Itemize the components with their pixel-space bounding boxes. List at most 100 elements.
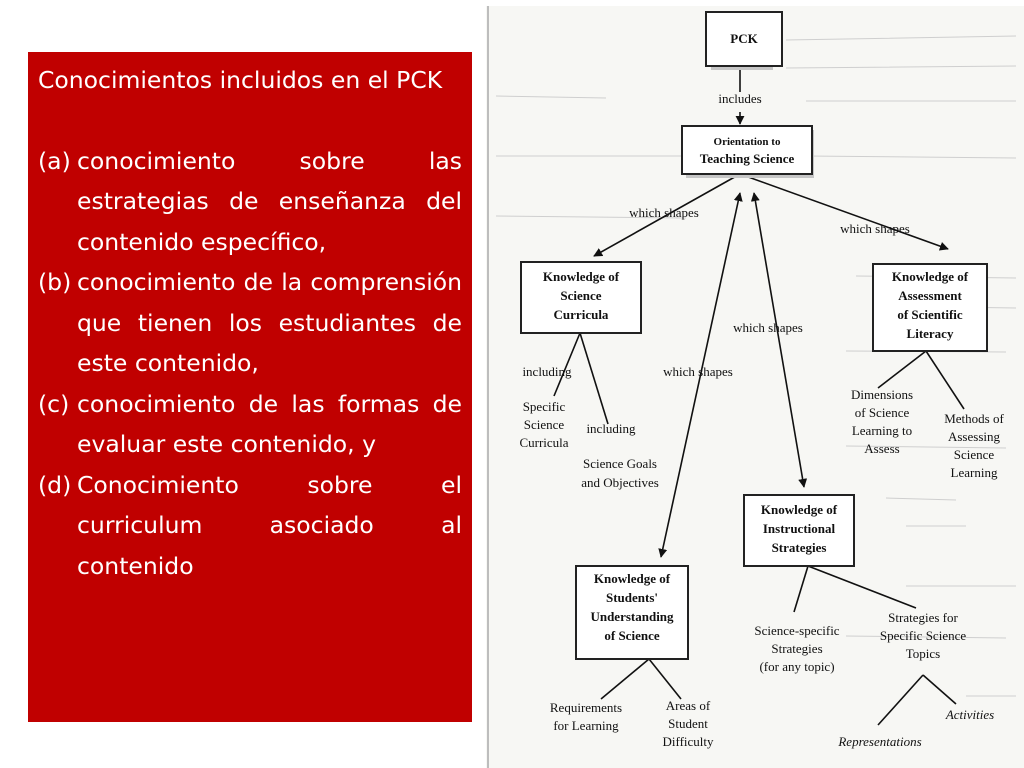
- assessment-line1: Knowledge of: [892, 269, 969, 284]
- connector-orientation-students: [658, 192, 743, 558]
- dimensions-line1: Dimensions: [851, 387, 913, 402]
- methods-line3: Science: [954, 447, 995, 462]
- pck-node-box: [705, 11, 783, 67]
- specific-curricula-line1: Specific: [523, 399, 566, 414]
- pck-concept-map: PCK includes Orientation to Teaching Sci…: [486, 6, 1024, 768]
- knowledge-list: (a)conocimiento sobre las estrategias de…: [38, 141, 462, 587]
- pck-node-label: PCK: [730, 31, 758, 46]
- instructional-line1: Knowledge of: [761, 502, 838, 517]
- specific-science-curricula-leaf: Specific Science Curricula: [519, 399, 568, 450]
- includes-link-label: includes: [718, 91, 761, 106]
- connector-lines: [553, 70, 965, 726]
- connector-students-difficulty: [648, 658, 682, 700]
- science-curricula-box: [520, 261, 642, 334]
- which-shapes-lower-label: which shapes: [663, 364, 733, 379]
- science-specific-strategies-leaf: Science-specific Strategies (for any top…: [754, 623, 839, 674]
- connector-assessment-dimensions: [877, 350, 927, 389]
- specific-topics-line3: Topics: [906, 646, 940, 661]
- difficulty-leaf: Areas of Student Difficulty: [662, 698, 714, 749]
- item-label: (d): [38, 470, 72, 499]
- knowledge-item-c: (c)conocimiento de las formas de evaluar…: [38, 384, 462, 465]
- requirements-line1: Requirements: [550, 700, 622, 715]
- students-line4: of Science: [604, 628, 659, 643]
- item-text: Conocimiento sobre el curriculum asociad…: [77, 470, 462, 580]
- methods-line2: Assessing: [948, 429, 1001, 444]
- assessment-box: [872, 263, 988, 352]
- specific-curricula-line3: Curricula: [519, 435, 568, 450]
- science-curricula-line3: Curricula: [554, 307, 609, 322]
- science-specific-line3: (for any topic): [759, 659, 834, 674]
- item-text: conocimiento de la comprensión que tiene…: [77, 268, 462, 377]
- difficulty-line3: Difficulty: [662, 734, 714, 749]
- dimensions-line4: Assess: [864, 441, 899, 456]
- item-label: (b): [38, 268, 72, 296]
- instructional-strategies-box: [743, 494, 855, 567]
- knowledge-item-a: (a)conocimiento sobre las estrategias de…: [38, 141, 462, 263]
- orientation-node-box: [681, 125, 813, 175]
- representations-leaf: Representations: [837, 734, 921, 749]
- orientation-node-line1: Orientation to: [714, 136, 781, 148]
- item-text: conocimiento de las formas de evaluar es…: [77, 389, 462, 459]
- science-curricula-line1: Knowledge of: [543, 269, 620, 284]
- instructional-strategies-node: Knowledge of Instructional Strategies: [743, 494, 855, 567]
- connector-orientation-assessment: [739, 173, 949, 251]
- science-goals-leaf: Science Goals and Objectives: [581, 456, 659, 490]
- methods-line4: Learning: [951, 465, 998, 480]
- goals-line1: Science Goals: [583, 456, 657, 471]
- specific-curricula-line2: Science: [524, 417, 565, 432]
- item-label: (c): [38, 389, 70, 418]
- specific-topics-line2: Specific Science: [880, 628, 966, 643]
- panel-spacer: [38, 101, 462, 141]
- requirements-leaf: Requirements for Learning: [550, 700, 622, 733]
- pck-node: PCK: [705, 11, 783, 70]
- assessment-line2: Assessment: [898, 288, 962, 303]
- instructional-line3: Strategies: [772, 540, 827, 555]
- orientation-node-line2: Teaching Science: [700, 151, 795, 166]
- students-understanding-box: [575, 565, 689, 660]
- students-line2: Students': [606, 590, 658, 605]
- science-curricula-line2: Science: [560, 288, 601, 303]
- connector-curricula-goals: [579, 332, 609, 425]
- instructional-line2: Instructional: [763, 521, 836, 536]
- students-line1: Knowledge of: [594, 571, 671, 586]
- item-label: (a): [38, 146, 71, 175]
- assessment-line4: Literacy: [907, 326, 954, 341]
- including-label-1: including: [522, 364, 572, 379]
- dimensions-line3: Learning to: [852, 423, 912, 438]
- goals-line2: and Objectives: [581, 475, 659, 490]
- dimensions-line2: of Science: [855, 405, 910, 420]
- difficulty-line1: Areas of: [666, 698, 711, 713]
- methods-leaf: Methods of Assessing Science Learning: [944, 411, 1004, 480]
- concept-map-svg: PCK includes Orientation to Teaching Sci…: [486, 6, 1024, 768]
- pck-knowledge-panel: Conocimientos incluidos en el PCK (a)con…: [28, 52, 472, 722]
- methods-line1: Methods of: [944, 411, 1004, 426]
- connector-topics-representations: [877, 674, 924, 726]
- which-shapes-left-label: which shapes: [629, 205, 699, 220]
- including-label-2: including: [586, 421, 636, 436]
- which-shapes-center-label: which shapes: [733, 320, 803, 335]
- science-specific-line1: Science-specific: [754, 623, 839, 638]
- students-understanding-node: Knowledge of Students' Understanding of …: [575, 565, 689, 660]
- assessment-node: Knowledge of Assessment of Scientific Li…: [872, 263, 988, 352]
- connector-topics-activities: [922, 674, 957, 705]
- connector-students-requirements: [600, 658, 650, 700]
- dimensions-leaf: Dimensions of Science Learning to Assess: [851, 387, 913, 456]
- activities-leaf: Activities: [945, 707, 994, 722]
- connector-curricula-specific: [553, 332, 581, 397]
- specific-topics-strategies-leaf: Strategies for Specific Science Topics: [880, 610, 966, 661]
- knowledge-item-b: (b)conocimiento de la comprensión que ti…: [38, 262, 462, 384]
- connector-assessment-methods: [925, 350, 965, 410]
- scan-background: [486, 6, 1024, 768]
- science-specific-line2: Strategies: [771, 641, 822, 656]
- specific-topics-line1: Strategies for: [888, 610, 958, 625]
- knowledge-item-d: (d)Conocimiento sobre el curriculum asoc…: [38, 465, 462, 587]
- which-shapes-right-label: which shapes: [840, 221, 910, 236]
- requirements-line2: for Learning: [553, 718, 619, 733]
- item-text: conocimiento sobre las estrategias de en…: [77, 146, 462, 256]
- orientation-node: Orientation to Teaching Science: [681, 125, 814, 178]
- connector-instructional-topics: [807, 565, 917, 609]
- assessment-line3: of Scientific: [897, 307, 963, 322]
- science-curricula-node: Knowledge of Science Curricula: [520, 261, 642, 334]
- connector-instructional-sciencespecific: [793, 565, 809, 613]
